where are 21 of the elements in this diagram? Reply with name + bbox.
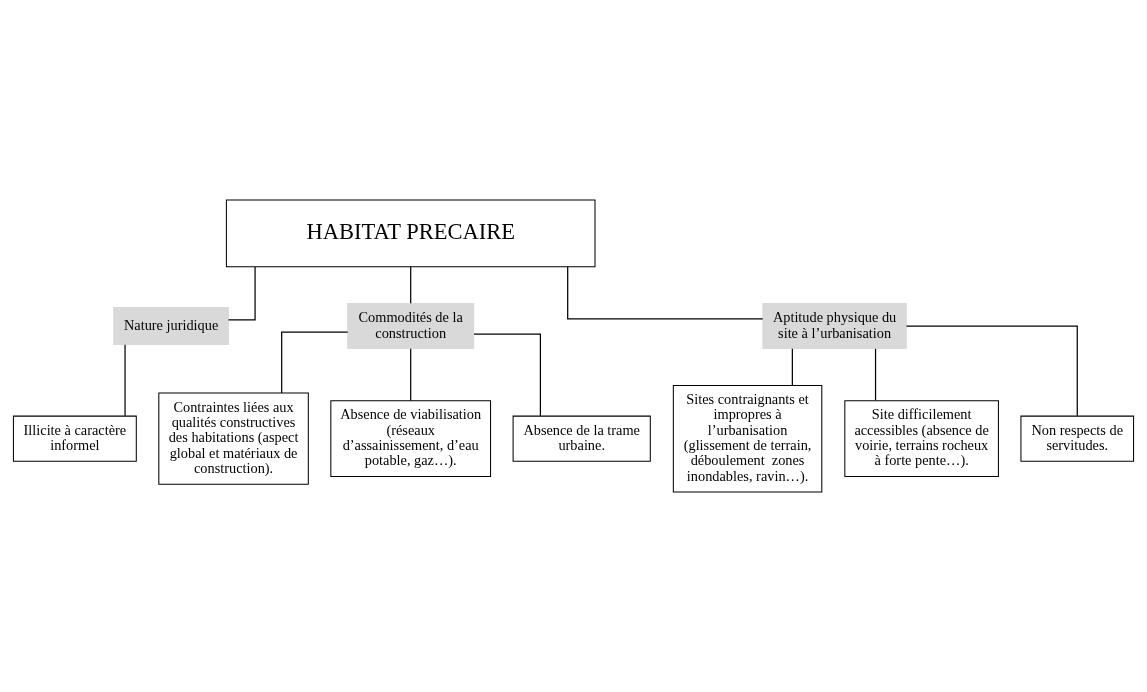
connector (227, 266, 256, 321)
node-box: Nature juridique (113, 307, 229, 345)
connector (124, 344, 126, 417)
connector (281, 331, 349, 394)
connector (410, 266, 412, 304)
connector (905, 325, 1078, 417)
connector (791, 348, 793, 386)
node-box: Absence de viabilisation (réseaux d’assainissement, d’eau potable, gaz…). (330, 400, 492, 478)
connector (473, 333, 541, 417)
connector (874, 348, 877, 401)
node-box: Commodités de la construction (347, 303, 475, 350)
node-box: Contraintes liées aux qualités constructives des habitations (aspect global et matériaux de construction). (158, 392, 309, 485)
node-box: HABITAT PRECAIRE (225, 199, 596, 268)
node-box: Site difficilement accessibles (absence de voirie, terrains rocheux à forte pente…). (844, 400, 999, 478)
node-box: Sites contraignants et impropres à l’urbanisation (glissement de terrain, déboulement zones inondables, ravin…). (672, 384, 823, 493)
connector (410, 348, 412, 401)
node-box: Non respects de servitudes. (1020, 415, 1135, 462)
connector (567, 266, 764, 320)
node-box: Aptitude physique du site à l’urbanisation (762, 303, 907, 350)
node-box: Absence de la trame urbaine. (512, 415, 651, 462)
node-box: Illicite à caractère informel (12, 415, 137, 462)
